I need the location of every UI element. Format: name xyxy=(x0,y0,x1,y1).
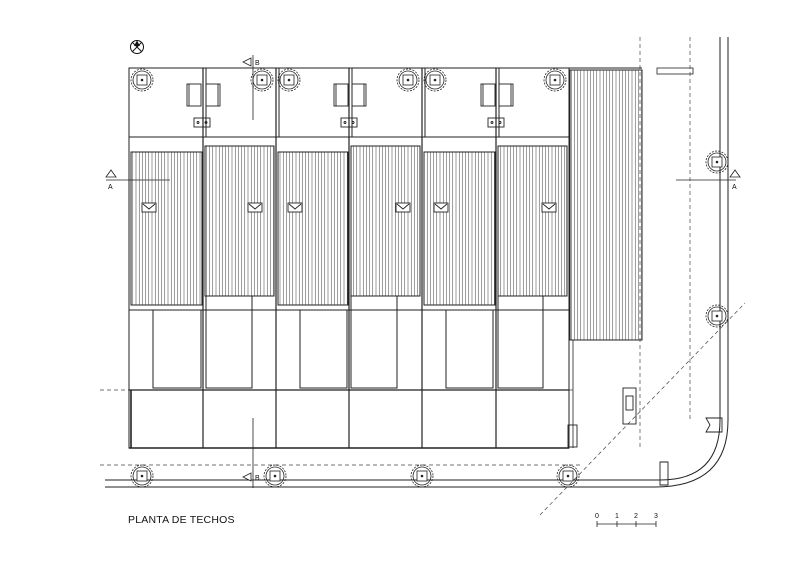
section-label-a-left: A xyxy=(108,184,113,191)
scale-label-1: 1 xyxy=(615,513,619,520)
scale-label-3: 3 xyxy=(654,513,658,520)
patio-openings xyxy=(152,295,544,389)
section-mark-b-top: B xyxy=(242,55,260,120)
scale-bar: 0 1 2 3 xyxy=(595,513,658,527)
section-label-a-right: A xyxy=(732,184,737,191)
units-outline xyxy=(128,67,642,449)
north-arrow-icon xyxy=(130,40,144,54)
tree-icons xyxy=(130,68,729,488)
section-label-b-bottom: B xyxy=(255,475,260,482)
skylight-vents xyxy=(141,202,557,213)
section-mark-b-bottom: B xyxy=(242,418,260,488)
roof-panels xyxy=(130,69,643,341)
drawing-title: PLANTA DE TECHOS xyxy=(128,514,235,526)
section-mark-a-right: A xyxy=(676,169,741,191)
scale-label-2: 2 xyxy=(634,513,638,520)
water-tanks xyxy=(186,83,514,128)
section-label-b-top: B xyxy=(255,60,260,67)
meter-box xyxy=(567,387,723,486)
scale-label-0: 0 xyxy=(595,513,599,520)
section-mark-a-left: A xyxy=(105,169,170,191)
